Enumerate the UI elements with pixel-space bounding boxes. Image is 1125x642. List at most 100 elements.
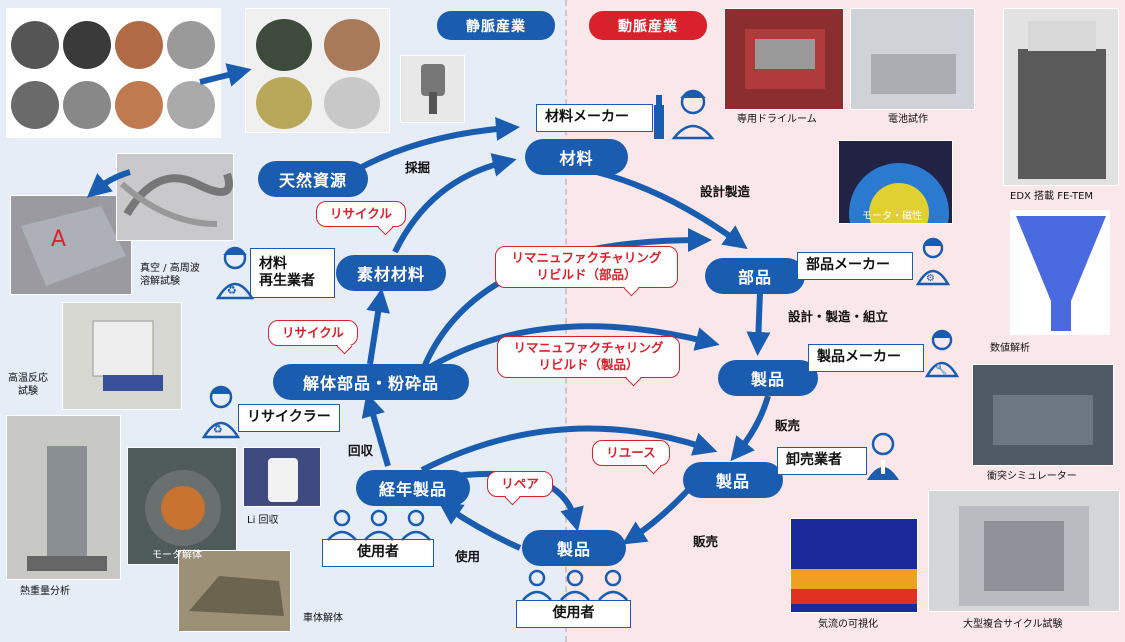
- caption-numerical: 数値解析: [990, 343, 1030, 354]
- role-recycler: リサイクラー: [238, 404, 340, 432]
- photo-collision-sim: [972, 364, 1114, 466]
- battery-illustration: [871, 54, 956, 94]
- role-parts-maker: 部品メーカー: [797, 252, 913, 280]
- industry-divider: [565, 0, 567, 642]
- recycle-icon: ♻: [227, 284, 237, 297]
- node-parts: 部品: [705, 258, 805, 294]
- role-material-maker: 材料メーカー: [536, 104, 653, 132]
- li-recovery-illustration: [268, 458, 298, 502]
- arrow-aged-to-product2: [420, 425, 718, 473]
- node-product-right2: 製品: [683, 462, 783, 498]
- motor-magnetic-illustration: [839, 141, 952, 223]
- arrow-scrap-to-ingot: [199, 63, 252, 87]
- arrow-raw-to-material: [392, 153, 517, 254]
- photo-raw-scrap: [6, 8, 221, 138]
- scrap-samples-illustration: [11, 21, 215, 129]
- node-natural-resources: 天然資源: [258, 161, 368, 197]
- node-raw-material: 素材材料: [336, 255, 446, 291]
- gear-icon: ⚙: [926, 273, 935, 284]
- callout-reuse: リユース: [592, 440, 670, 466]
- role-product-maker: 製品メーカー: [808, 344, 924, 372]
- role-recycler-material: 材料 再生業者: [250, 248, 335, 298]
- arrow-parts-to-product: [746, 291, 771, 356]
- caption-fe-tem: EDX 搭載 FE-TEM: [1010, 191, 1094, 202]
- caption-airflow: 気流の可視化: [818, 619, 878, 630]
- caption-cycle-test: 大型複合サイクル試験: [963, 619, 1063, 630]
- caption-body-dis: 車体解体: [303, 613, 343, 624]
- caption-motor-dis: モータ解体: [152, 550, 202, 561]
- node-disassembled: 解体部品・粉砕品: [273, 364, 469, 400]
- photo-metal-scrap: [116, 153, 234, 241]
- callout-recycle1: リサイクル: [316, 201, 406, 227]
- factory-icon: [654, 95, 664, 139]
- caption-vacuum-melt: 真空 / 高周波 溶解試験: [140, 263, 200, 287]
- caption-motor-magnetic: モータ・磁性: [862, 211, 922, 222]
- caption-battery: 電池試作: [888, 114, 928, 125]
- collision-sim-illustration: [993, 395, 1093, 445]
- user-icon: [327, 509, 431, 541]
- role-wholesaler: 卸売業者: [777, 447, 867, 475]
- arrow-scrap-to-block: [86, 169, 131, 198]
- photo-battery: [850, 8, 975, 110]
- fe-tem-illustration: [1018, 21, 1106, 179]
- svg-text:A: A: [51, 227, 66, 252]
- dry-room-illustration: [745, 29, 825, 89]
- arrow-disassembled-to-product: [423, 323, 720, 373]
- caption-dry-room: 専用ドライルーム: [737, 114, 817, 125]
- arrow-product2-to-bottom: [621, 485, 693, 545]
- caption-thermo: 熱重量分析: [20, 586, 70, 597]
- photo-dry-room: [724, 8, 844, 110]
- photo-remelt-block: A: [10, 195, 132, 295]
- caption-li-recovery: Li 回収: [247, 515, 279, 526]
- label-design-manufacture: 設計製造: [700, 184, 751, 199]
- furnace-illustration: [92, 320, 163, 391]
- label-sales2: 販売: [693, 534, 719, 549]
- arrow-material-to-parts: [579, 165, 748, 250]
- photo-vehicle-body: [178, 550, 291, 632]
- callout-repair: リペア: [487, 471, 553, 497]
- label-mining: 採掘: [405, 160, 431, 175]
- motor-illustration: [145, 470, 221, 546]
- worker-icon: 🔧: [925, 329, 959, 378]
- worker-icon: ♻: [202, 385, 240, 439]
- role-user1: 使用者: [322, 539, 434, 567]
- tga-illustration: [27, 446, 107, 571]
- airflow-illustration: [791, 569, 917, 604]
- photo-furnace: [62, 302, 182, 410]
- photo-numerical-sim: [1010, 210, 1110, 335]
- photo-cycle-test: [928, 490, 1120, 612]
- recycle-icon: ♻: [213, 423, 223, 436]
- photo-tga: [6, 415, 121, 580]
- callout-reman-parts: リマニュファクチャリング リビルド（部品）: [495, 246, 678, 288]
- remelt-block-illustration: A: [21, 206, 126, 286]
- node-material: 材料: [525, 139, 628, 175]
- ingots-illustration: [256, 19, 380, 129]
- node-product-right1: 製品: [718, 360, 818, 396]
- header-venous-industry: 静脈産業: [437, 11, 555, 40]
- wrench-icon: 🔧: [935, 363, 947, 376]
- user-icon: [522, 569, 628, 601]
- caption-collision: 衝突シミュレーター: [987, 471, 1077, 482]
- cycle-test-illustration: [959, 506, 1089, 606]
- callout-recycle2: リサイクル: [268, 320, 358, 346]
- role-user2: 使用者: [516, 600, 631, 628]
- caption-high-temp: 高温反応 試験: [8, 373, 48, 397]
- arrow-natural-to-material: [354, 116, 520, 173]
- photo-motor-magnetic: [838, 140, 953, 224]
- worker-icon: ⚙: [916, 237, 950, 286]
- worker-icon: ♻: [215, 246, 255, 300]
- photo-ingots: [245, 8, 390, 133]
- arrow-disassembled-to-raw: [366, 288, 391, 365]
- arrow-bottom-to-aged: [438, 501, 522, 551]
- metal-scrap-illustration: [120, 172, 233, 227]
- node-product-bottom: 製品: [522, 530, 626, 566]
- photo-motor: [127, 447, 237, 565]
- label-collect: 回収: [348, 443, 374, 458]
- callout-reman-products: リマニュファクチャリング リビルド（製品）: [497, 336, 680, 378]
- businessman-icon: [867, 432, 899, 480]
- label-use: 使用: [455, 549, 481, 564]
- arrow-product-to-product2: [730, 395, 771, 462]
- machined-part-illustration: [421, 64, 445, 114]
- label-design-assembly: 設計・製造・組立: [788, 309, 889, 324]
- header-arterial-industry: 動脈産業: [589, 11, 707, 40]
